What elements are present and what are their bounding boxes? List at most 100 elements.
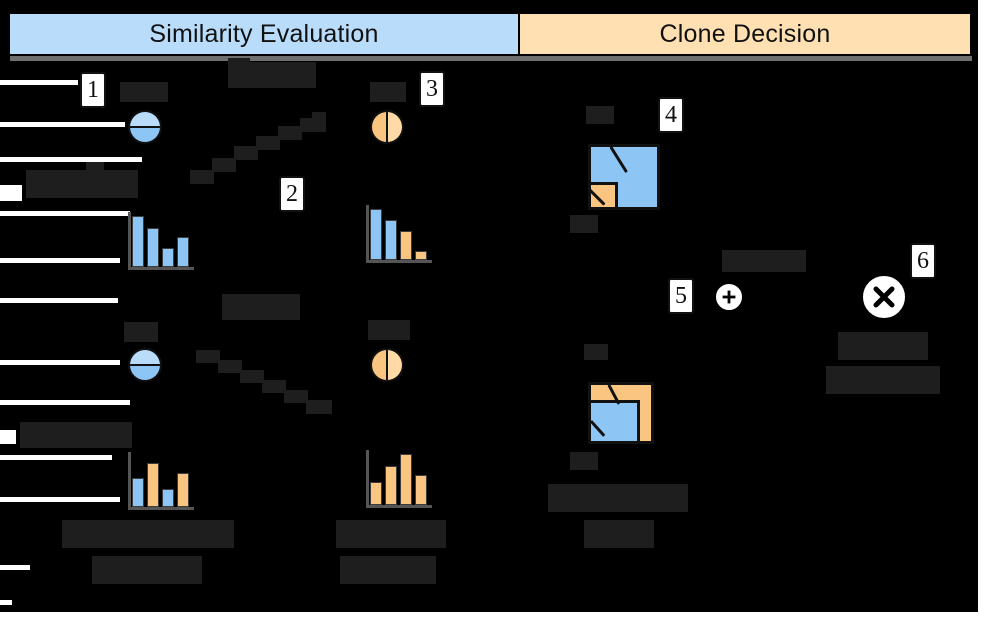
split-circle-orange-icon-top (370, 110, 404, 144)
chart-x-axis (128, 267, 194, 270)
step-badge-5: 5 (668, 278, 694, 314)
step-badge-3-number: 3 (426, 75, 438, 102)
diagonal-connector-bottom-6 (306, 400, 332, 414)
diagonal-connector-top-7 (312, 112, 326, 124)
step-badge-6: 6 (910, 243, 936, 279)
rule-left-2 (0, 122, 125, 127)
step-badge-2: 2 (279, 176, 305, 212)
rule-left-4 (0, 211, 130, 216)
diagonal-connector-bottom-3 (240, 370, 264, 383)
rule-left-10 (0, 497, 120, 502)
chart-bar (147, 463, 159, 507)
rule-left-11 (0, 565, 30, 570)
header-band: Similarity Evaluation Clone Decision (8, 12, 972, 56)
chart-bar (177, 473, 189, 507)
panel-header-similarity-evaluation: Similarity Evaluation (10, 14, 520, 54)
chart-bars (132, 452, 194, 507)
x-circle-icon (861, 274, 907, 320)
step-badge-6-number: 6 (917, 247, 929, 274)
diagonal-connector-top-2 (212, 158, 236, 172)
diagonal-connector-bottom-4 (262, 380, 286, 393)
header-shadow (10, 56, 972, 61)
chart-bars (370, 450, 432, 505)
bar-chart-bottom-right (366, 450, 432, 508)
chart-bar (415, 251, 427, 260)
redacted-label-j2 (340, 556, 436, 584)
chart-bar (132, 216, 144, 267)
chart-bars (370, 205, 432, 260)
chart-x-axis (366, 505, 432, 508)
chart-bar (177, 237, 189, 267)
chart-x-axis (366, 260, 432, 263)
rule-left-8 (0, 400, 130, 405)
redacted-label-l (570, 215, 598, 233)
redacted-label-d (370, 82, 406, 102)
redacted-label-i (62, 520, 234, 548)
chart-bar (415, 475, 427, 505)
chart-y-axis (128, 452, 131, 510)
redacted-label-k (586, 106, 614, 124)
chart-bar (162, 248, 174, 267)
rule-left-3 (0, 157, 142, 162)
rule-left-5 (0, 258, 120, 263)
redacted-label-b2 (86, 162, 104, 174)
redacted-label-b (26, 170, 138, 198)
rule-left-1 (0, 80, 78, 85)
split-circle-orange-icon-bottom (370, 348, 404, 382)
redacted-label-p (722, 250, 806, 272)
step-badge-4: 4 (658, 97, 684, 133)
split-circle-blue-icon-bottom (128, 348, 162, 382)
diagonal-connector-top (190, 170, 214, 184)
chart-bar (162, 489, 174, 507)
inner-square-orange (588, 182, 618, 210)
chart-bar (370, 209, 382, 260)
chart-bar (400, 231, 412, 260)
redacted-label-q2 (826, 366, 940, 394)
redacted-label-j (336, 520, 446, 548)
containment-diagram-orange-outer (588, 382, 654, 444)
rule-left-12 (0, 600, 12, 605)
redacted-label-c2 (228, 58, 250, 68)
chart-bar (132, 478, 144, 507)
redacted-label-o (548, 484, 688, 512)
step-badge-5-number: 5 (675, 282, 687, 309)
step-badge-2-number: 2 (286, 180, 298, 207)
redacted-label-i2 (92, 556, 202, 584)
bar-chart-top-left (128, 212, 194, 270)
chart-bars (132, 212, 194, 267)
step-badge-4-number: 4 (665, 101, 677, 128)
rule-left-7 (0, 360, 120, 365)
redacted-label-a2 (120, 88, 150, 102)
diagonal-connector-bottom-5 (284, 390, 308, 403)
chart-y-axis (366, 450, 369, 508)
redacted-label-f (222, 294, 300, 320)
diagonal-connector-top-5 (278, 126, 302, 140)
redacted-label-e (124, 322, 158, 342)
chart-y-axis (366, 205, 369, 263)
step-badge-1-number: 1 (87, 76, 99, 103)
redacted-label-n (570, 452, 598, 470)
figure-canvas (0, 0, 978, 612)
redacted-label-q (838, 332, 928, 360)
chart-bar (385, 220, 397, 260)
redacted-label-m (584, 344, 608, 360)
redacted-label-h (20, 422, 132, 448)
rule-left-6 (0, 298, 118, 303)
diagonal-connector-top-4 (256, 136, 280, 150)
bar-chart-top-right (366, 205, 432, 263)
redacted-label-g (368, 320, 410, 340)
step-badge-3: 3 (419, 71, 445, 107)
step-badge-1: 1 (80, 72, 106, 108)
chart-bar (400, 454, 412, 505)
plus-circle-icon (714, 282, 744, 312)
chart-bar (370, 482, 382, 505)
rule-left-13 (0, 185, 22, 201)
panel-header-clone-decision: Clone Decision (520, 14, 970, 54)
split-circle-blue-icon (128, 110, 162, 144)
rule-left-9 (0, 455, 112, 460)
diagonal-connector-bottom-2 (218, 360, 242, 373)
bar-chart-bottom-left (128, 452, 194, 510)
chart-x-axis (128, 507, 194, 510)
chart-bar (385, 466, 397, 505)
